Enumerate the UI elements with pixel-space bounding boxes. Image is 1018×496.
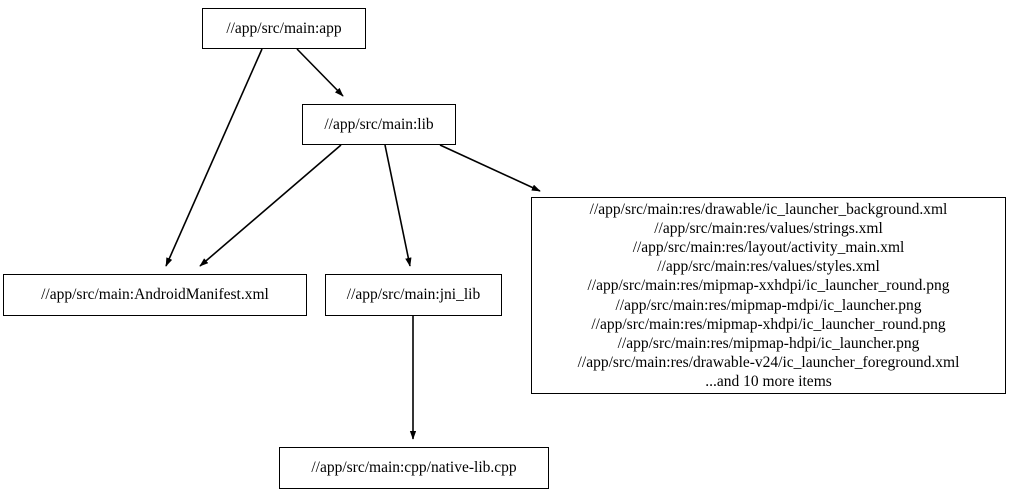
graph-node-resources-bundle-line-5: //app/src/main:res/mipmap-mdpi/ic_launch… — [615, 296, 922, 314]
graph-node-resources-bundle-line-6: //app/src/main:res/mipmap-xhdpi/ic_launc… — [591, 315, 946, 333]
graph-node-native-lib-cpp-label: //app/src/main:cpp/native-lib.cpp — [311, 459, 517, 477]
graph-node-lib-label: //app/src/main:lib — [324, 115, 434, 133]
graph-node-resources-bundle[interactable]: //app/src/main:res/drawable/ic_launcher_… — [531, 197, 1006, 394]
graph-node-resources-bundle-line-8: //app/src/main:res/drawable-v24/ic_launc… — [577, 353, 960, 371]
graph-node-resources-bundle-line-0: //app/src/main:res/drawable/ic_launcher_… — [589, 201, 948, 219]
edge-app-to-lib — [296, 48, 344, 97]
graph-node-lib[interactable]: //app/src/main:lib — [302, 104, 456, 145]
graph-node-resources-bundle-label-list: //app/src/main:res/drawable/ic_launcher_… — [540, 200, 997, 391]
graph-node-resources-bundle-line-2: //app/src/main:res/layout/activity_main.… — [632, 239, 905, 257]
edge-lib-to-jni-lib — [384, 144, 412, 267]
graph-node-jni-lib[interactable]: //app/src/main:jni_lib — [325, 274, 502, 316]
graph-node-resources-bundle-line-3: //app/src/main:res/values/styles.xml — [657, 258, 880, 276]
graph-node-resources-bundle-line-9: ...and 10 more items — [705, 372, 832, 390]
graph-node-native-lib-cpp[interactable]: //app/src/main:cpp/native-lib.cpp — [279, 447, 549, 489]
graph-node-resources-bundle-line-1: //app/src/main:res/values/strings.xml — [654, 220, 883, 238]
edge-app-to-manifest — [165, 48, 263, 267]
graph-node-resources-bundle-line-4: //app/src/main:res/mipmap-xxhdpi/ic_laun… — [587, 277, 950, 295]
edge-lib-to-resources — [439, 144, 541, 192]
graph-node-app-label: //app/src/main:app — [226, 19, 342, 37]
graph-node-jni-lib-label: //app/src/main:jni_lib — [346, 286, 481, 304]
graph-node-android-manifest-label: //app/src/main:AndroidManifest.xml — [41, 286, 269, 304]
edge-lib-to-manifest — [199, 144, 342, 267]
graph-node-app[interactable]: //app/src/main:app — [202, 8, 366, 49]
graph-node-android-manifest[interactable]: //app/src/main:AndroidManifest.xml — [3, 274, 307, 316]
graph-node-resources-bundle-line-7: //app/src/main:res/mipmap-hdpi/ic_launch… — [617, 334, 920, 352]
